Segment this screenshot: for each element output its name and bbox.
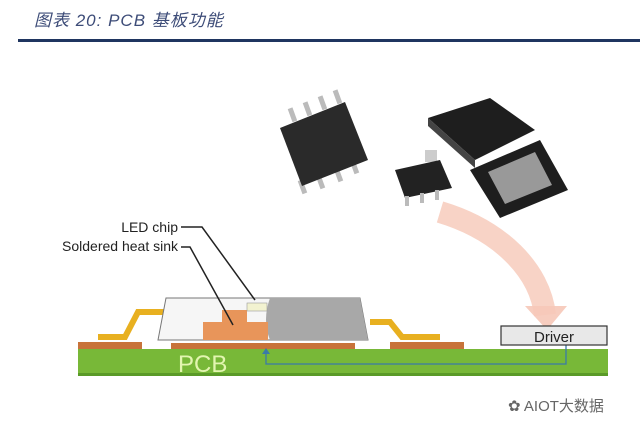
sot-chip-image [395,150,452,206]
curved-arrow [436,201,556,317]
pcb-board [78,349,608,376]
pad-left [78,342,142,349]
led-chip [246,302,268,312]
feedback-line [265,345,567,365]
label-driver: Driver [534,329,574,346]
qfn-package-image [470,140,568,218]
lead-left [98,309,170,340]
lead-right [370,319,440,340]
watermark-text: AIOT大数据 [523,398,604,415]
pad-right [390,342,464,349]
label-heat-sink: Soldered heat sink [62,238,179,254]
watermark: ✿ AIOT大数据 [508,395,604,416]
pad-center [171,343,355,349]
wechat-icon: ✿ [508,398,524,415]
label-led-chip: LED chip [121,219,178,235]
figure-title: 图表 20: PCB 基板功能 [34,11,224,30]
soic-chip-image [280,89,368,195]
driver-box [500,325,608,346]
title-divider [18,39,640,42]
power-package-image [428,98,535,168]
label-pcb: PCB [178,351,227,378]
heat-sink [203,322,268,340]
